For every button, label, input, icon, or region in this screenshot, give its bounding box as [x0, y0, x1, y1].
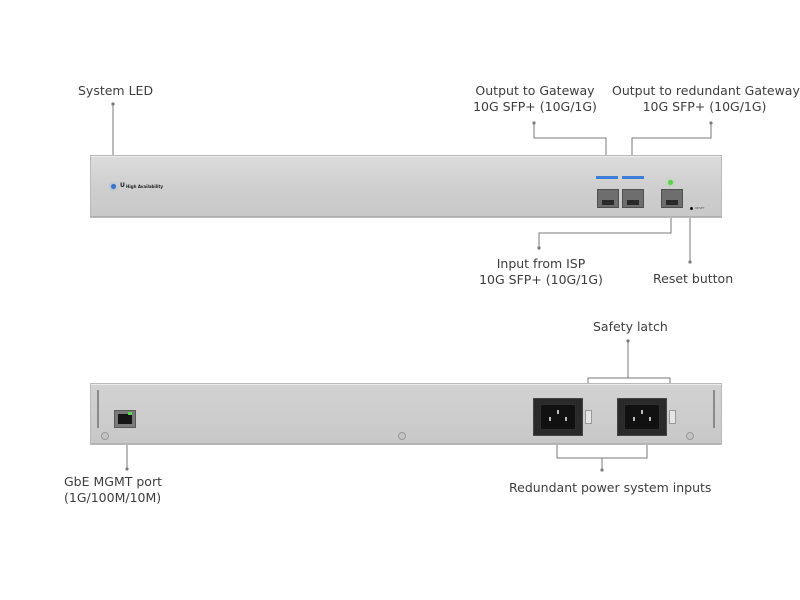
input-isp-label: Input from ISP 10G SFP+ (10G/1G): [476, 256, 606, 288]
input-isp-line1: Input from ISP: [496, 256, 586, 271]
system-led: [111, 184, 116, 189]
left-edge: [97, 390, 99, 428]
port-led-2: [622, 176, 644, 179]
output-redundant-gateway-label: Output to redundant Gateway 10G SFP+ (10…: [612, 83, 800, 115]
safety-latch-label: Safety latch: [593, 319, 668, 334]
input-isp-line2: 10G SFP+ (10G/1G): [479, 272, 603, 287]
reset-silk: RESET: [695, 206, 705, 210]
ubiquiti-logo-icon: U: [120, 182, 125, 189]
mgmt-port-label: GbE MGMT port (1G/100M/10M): [64, 474, 194, 506]
mgmt-port-line1: GbE MGMT port: [64, 474, 162, 489]
safety-latch-2[interactable]: [669, 410, 676, 424]
mgmt-port-line2: (1G/100M/10M): [64, 490, 162, 505]
callout-output-redundant: [631, 123, 712, 155]
screw-icon: [101, 432, 109, 440]
screw-icon: [686, 432, 694, 440]
right-edge: [713, 390, 715, 428]
reset-button[interactable]: [690, 207, 693, 210]
system-led-label: System LED: [78, 83, 154, 98]
port-led-isp: [668, 180, 673, 185]
output-redundant-line1: Output to redundant Gateway: [612, 83, 800, 98]
screw-icon: [398, 432, 406, 440]
power-input-1[interactable]: [533, 398, 583, 436]
output-gateway-line2: 10G SFP+ (10G/1G): [473, 99, 597, 114]
safety-latch-1[interactable]: [585, 410, 592, 424]
brand-label: High Availability: [126, 184, 164, 189]
output-redundant-line2: 10G SFP+ (10G/1G): [642, 99, 767, 114]
power-inputs-label: Redundant power system inputs: [509, 480, 712, 495]
mgmt-link-led: [128, 412, 132, 415]
mgmt-rj45-port[interactable]: [114, 410, 136, 428]
output-gateway-label: Output to Gateway 10G SFP+ (10G/1G): [470, 83, 600, 115]
port-led-1: [596, 176, 618, 179]
sfp-port-isp[interactable]: [661, 189, 683, 208]
power-input-2[interactable]: [617, 398, 667, 436]
callout-output-gateway: [533, 123, 607, 155]
sfp-port-gateway[interactable]: [597, 189, 619, 208]
reset-button-label: Reset button: [653, 271, 734, 286]
sfp-port-redundant-gateway[interactable]: [622, 189, 644, 208]
rear-panel: [90, 383, 722, 445]
front-panel: U High Availability RESET: [90, 155, 722, 218]
output-gateway-line1: Output to Gateway: [475, 83, 595, 98]
